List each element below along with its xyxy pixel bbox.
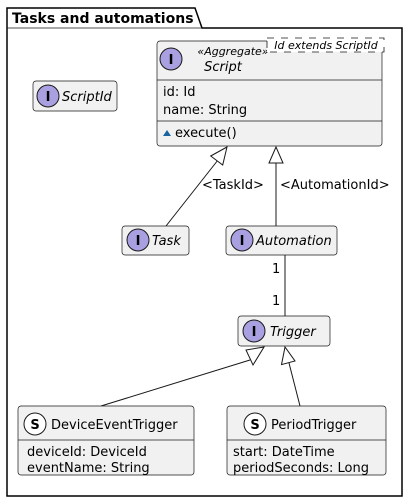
class-deviceeventtrigger[interactable]: S DeviceEventTrigger deviceId: DeviceId … [17, 405, 195, 476]
struct-badge [243, 412, 267, 436]
label-automationid: <AutomationId> [280, 178, 390, 193]
struct-badge [23, 412, 47, 436]
script-field-name: name: String [163, 103, 247, 118]
periodtrigger-field-periodseconds: periodSeconds: Long [233, 461, 369, 476]
script-field-id: id: Id [163, 85, 195, 100]
script-stereotype: «Aggregate» [197, 45, 268, 58]
periodtrigger-field-start: start: DateTime [233, 445, 335, 460]
inheritance-arrowhead-task [209, 146, 228, 166]
periodtrigger-name: PeriodTrigger [271, 418, 357, 433]
class-trigger[interactable]: I Trigger [237, 315, 331, 347]
multiplicity-automation: 1 [272, 262, 280, 277]
inheritance-arrowhead-automation [268, 145, 284, 164]
periodtrigger-box [226, 405, 387, 476]
script-type-parameter: Id extends ScriptId [274, 39, 378, 52]
label-taskid: <TaskId> [202, 178, 264, 193]
relations: <TaskId> <AutomationId> 1 1 [100, 145, 390, 407]
interface-badge [36, 84, 60, 108]
interface-letter: I [240, 234, 245, 249]
edge-periodtrigger-to-trigger [288, 362, 301, 407]
edge-task-to-script [165, 159, 219, 227]
deviceeventtrigger-field-deviceid: deviceId: DeviceId [27, 445, 147, 460]
struct-letter: S [250, 418, 259, 433]
interface-letter: I [46, 90, 51, 105]
script-method-execute: execute() [175, 126, 237, 141]
class-periodtrigger[interactable]: S PeriodTrigger start: DateTime periodSe… [226, 405, 387, 476]
inheritance-arrowhead-periodtrigger [280, 345, 296, 366]
interface-badge [159, 47, 183, 71]
interface-badge [126, 228, 150, 252]
deviceeventtrigger-box [17, 405, 195, 476]
deviceeventtrigger-field-eventname: eventName: String [27, 461, 150, 476]
class-script[interactable]: I «Aggregate» Script Id extends ScriptId… [156, 37, 385, 147]
task-name: Task [152, 234, 181, 249]
inheritance-arrowhead-deviceeventtrigger [245, 346, 265, 367]
trigger-name: Trigger [270, 325, 317, 340]
interface-badge [242, 319, 266, 343]
interface-letter: I [252, 325, 257, 340]
scriptid-name: ScriptId [62, 90, 113, 105]
class-task[interactable]: I Task [121, 225, 190, 256]
multiplicity-trigger: 1 [272, 294, 280, 309]
type-parameter-box [266, 37, 385, 53]
deviceeventtrigger-name: DeviceEventTrigger [51, 418, 178, 433]
automation-name: Automation [255, 234, 332, 249]
package-title: Tasks and automations [12, 11, 194, 27]
automation-box [225, 225, 338, 256]
interface-letter: I [136, 234, 141, 249]
package-visibility-triangle-icon [163, 130, 171, 136]
script-name: Script [204, 60, 243, 75]
edge-deviceeventtrigger-to-trigger [100, 359, 251, 407]
class-automation[interactable]: I Automation [225, 225, 338, 256]
struct-letter: S [30, 418, 39, 433]
class-scriptid[interactable]: I ScriptId [32, 80, 118, 112]
interface-badge [230, 228, 254, 252]
interface-letter: I [169, 53, 174, 68]
